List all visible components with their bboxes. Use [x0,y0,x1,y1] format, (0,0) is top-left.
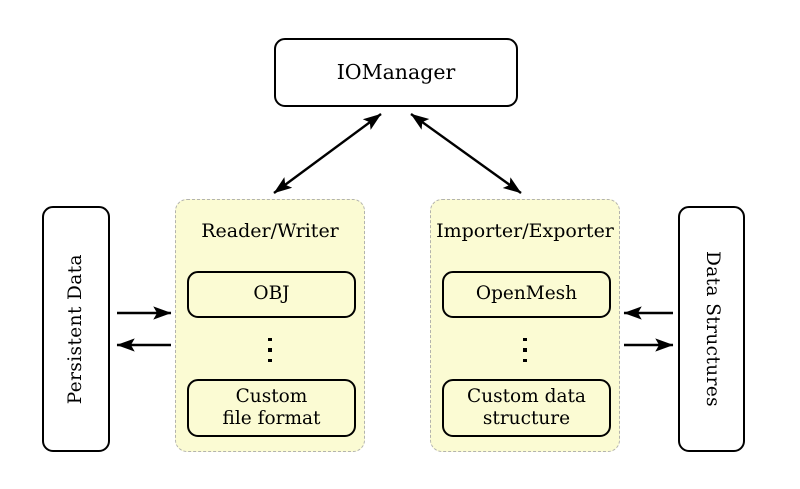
leaf-obj: OBJ [187,271,356,318]
leaf-line-1: Custom data [467,385,586,407]
ellipsis-dot [523,348,527,352]
data-structures-label: Data Structures [701,250,723,408]
leaf-custom-data-structure: Custom data structure [442,379,611,437]
leaf-openmesh: OpenMesh [442,271,611,318]
ellipsis-importer-exporter [431,328,619,372]
connector-manager-importerexporter [410,113,522,194]
data-structures-node: Data Structures [678,206,745,452]
ellipsis-reader-writer [176,328,364,372]
leaf-custom-file-format-label: Custom file format [223,386,321,430]
leaf-line-2: structure [482,408,571,429]
persistent-data-label: Persistent Data [64,253,86,405]
ellipsis-dot [523,358,527,363]
ellipsis-dot [268,358,272,363]
connector-manager-readerwriter [273,113,382,194]
leaf-custom-file-format: Custom file format [187,379,356,437]
panel-importer-exporter-title: Importer/Exporter [436,220,614,242]
ellipsis-dot [523,337,527,342]
panel-importer-exporter: Importer/Exporter OpenMesh Custom data s… [430,199,620,452]
leaf-openmesh-label: OpenMesh [475,283,578,305]
leaf-obj-label: OBJ [253,283,290,305]
ellipsis-dot [268,348,272,352]
io-manager-node: IOManager [274,38,518,107]
persistent-data-node: Persistent Data [42,206,110,452]
leaf-line-1: Custom [235,385,308,407]
panel-reader-writer: Reader/Writer OBJ Custom file format [175,199,365,452]
panel-reader-writer-title: Reader/Writer [201,220,339,242]
leaf-line-2: file format [222,408,321,429]
io-manager-label: IOManager [336,60,456,84]
leaf-custom-data-structure-label: Custom data structure [467,386,586,430]
ellipsis-dot [268,337,272,342]
